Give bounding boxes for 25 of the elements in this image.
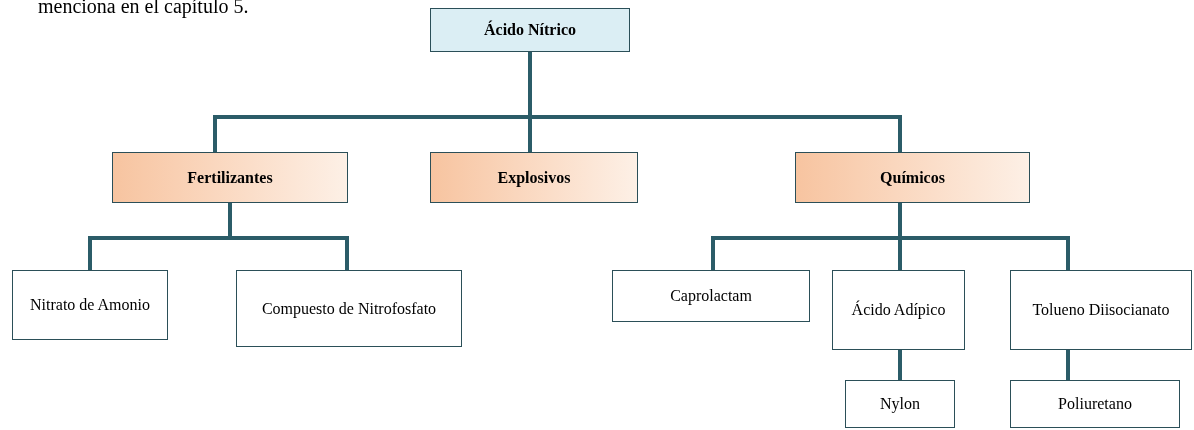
product-box xyxy=(236,270,462,347)
category-box xyxy=(430,152,638,203)
node-label: Poliuretano xyxy=(1058,394,1132,414)
category-box xyxy=(112,152,348,203)
product-box xyxy=(845,380,955,428)
node-label: Compuesto de Nitrofosfato xyxy=(261,298,437,320)
node-label: Tolueno Diisocianato xyxy=(1032,300,1170,320)
connector-line xyxy=(898,350,902,380)
connector-line xyxy=(528,52,902,152)
node-label: Fertilizantes xyxy=(187,167,273,188)
root-box xyxy=(430,8,630,52)
product-box xyxy=(1010,270,1192,350)
product-box xyxy=(612,270,810,322)
product-box xyxy=(12,270,168,340)
node-label: Químicos xyxy=(880,167,945,188)
product-box xyxy=(832,270,965,350)
connector-line xyxy=(1066,350,1070,380)
node-label: Caprolactam xyxy=(670,286,752,307)
category-box xyxy=(795,152,1030,203)
node-label: Nitrato de Amonio xyxy=(30,295,150,315)
node-label: Ácido Nítrico xyxy=(484,19,576,40)
node-label: Explosivos xyxy=(497,167,571,189)
product-box xyxy=(1010,380,1180,428)
node-label: Nylon xyxy=(880,394,920,415)
node-label: Ácido Adípico xyxy=(851,299,946,321)
